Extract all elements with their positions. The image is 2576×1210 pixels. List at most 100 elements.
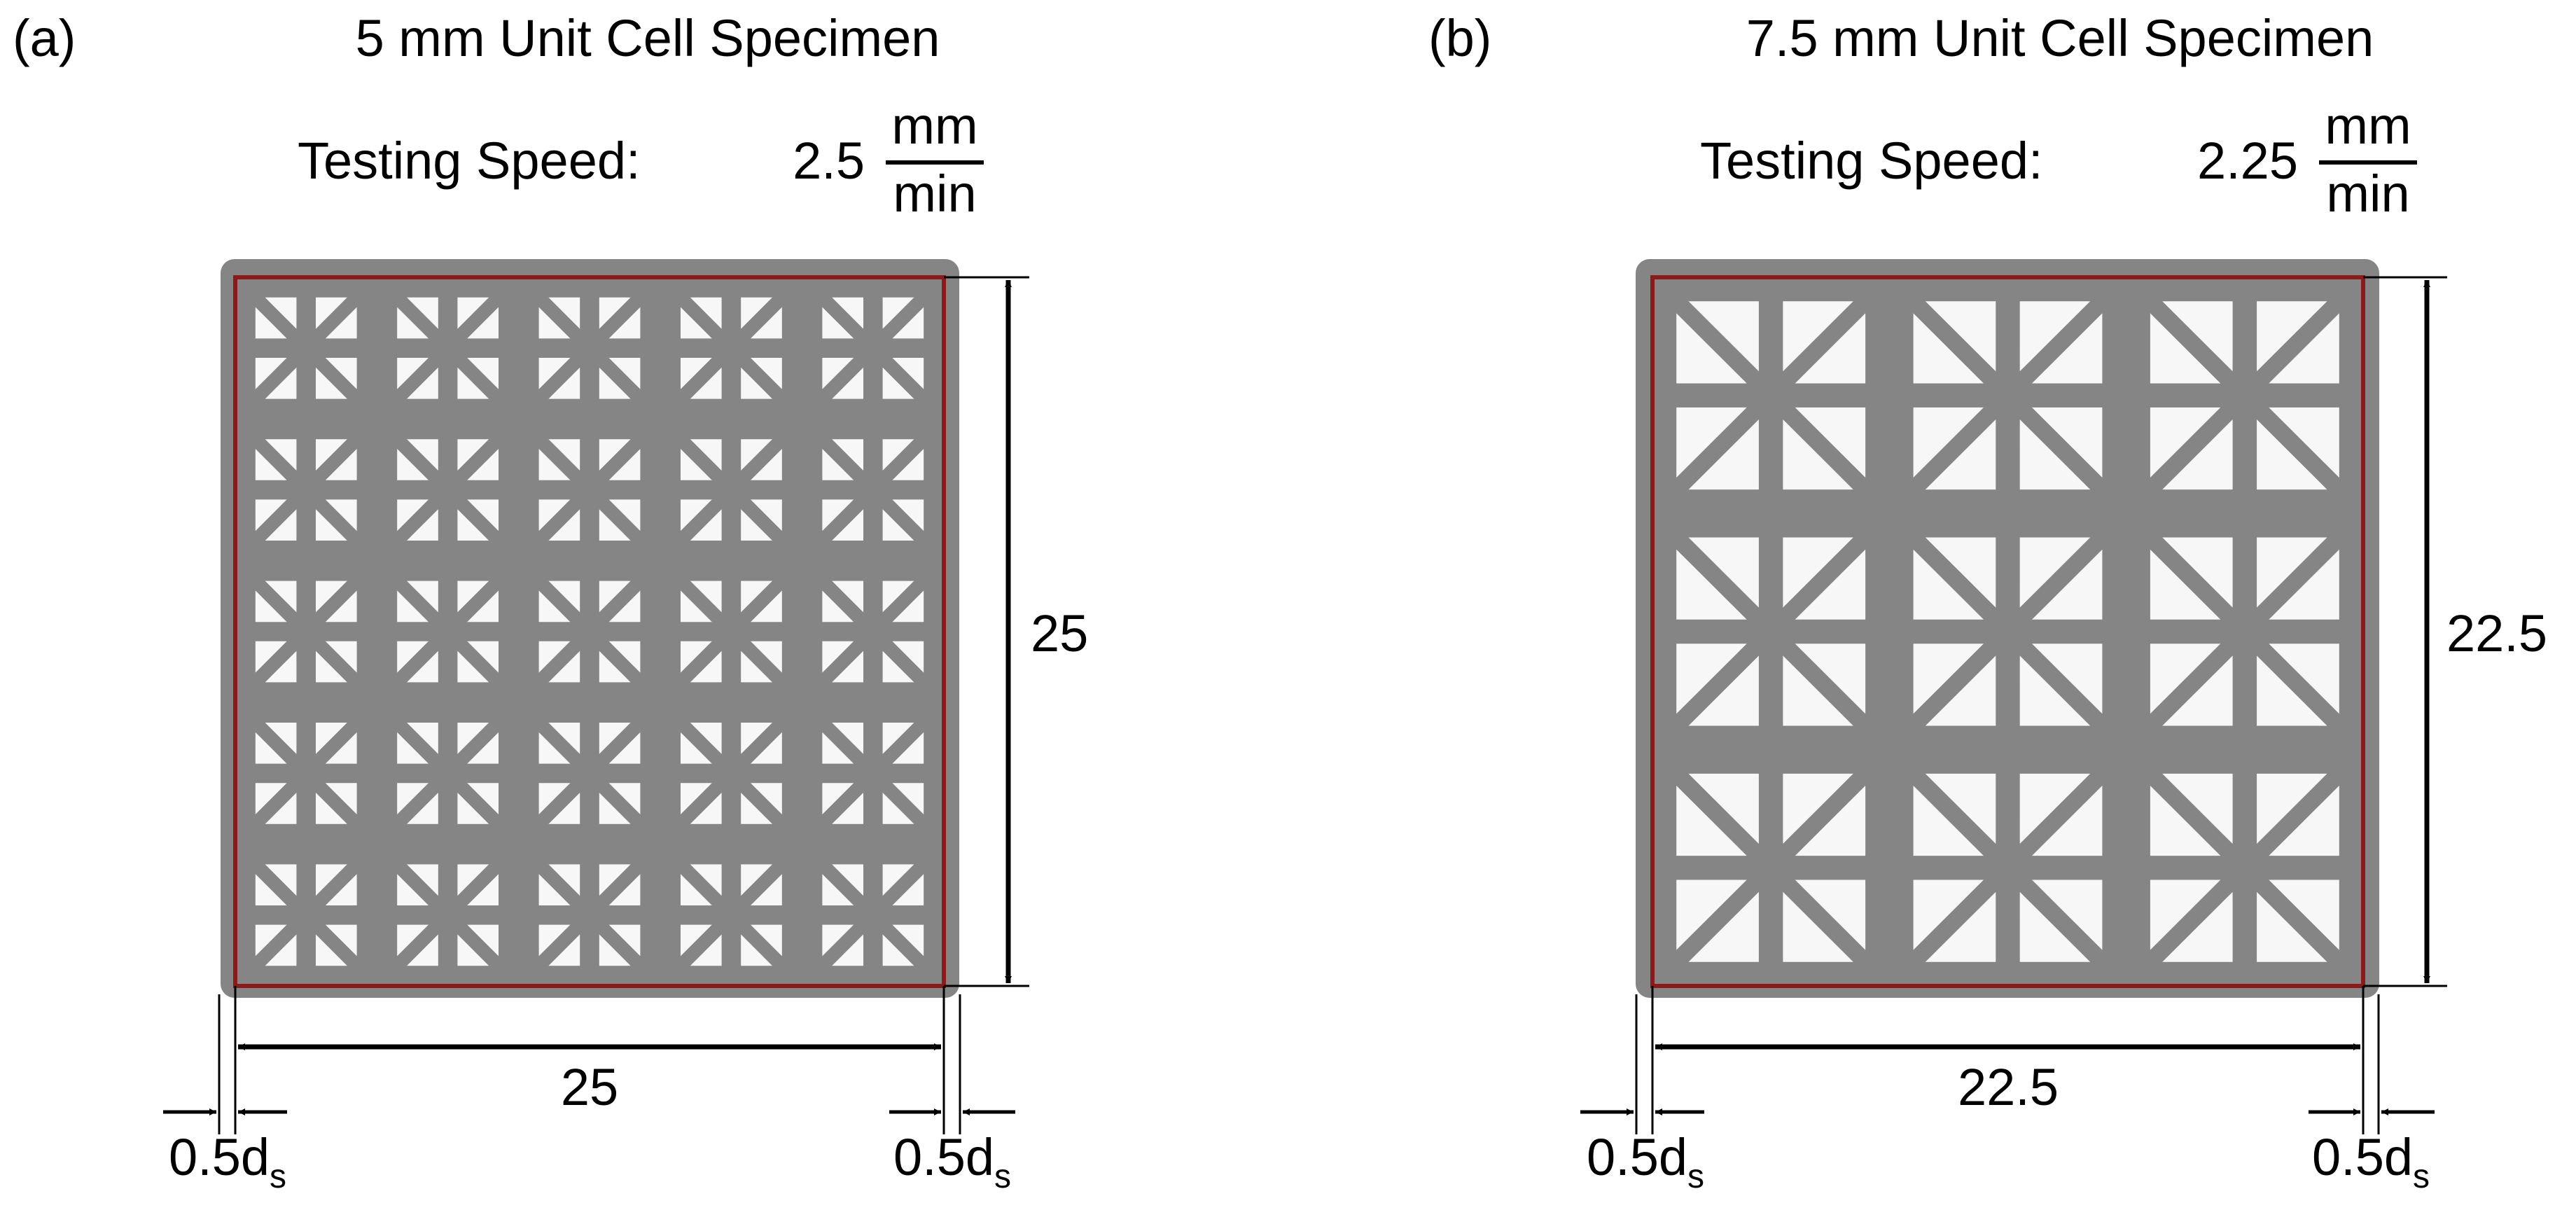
lattice-void <box>467 783 499 814</box>
lattice-void <box>1688 537 1759 608</box>
lattice-void <box>1783 773 1853 844</box>
lattice-void <box>548 723 580 754</box>
lattice-void <box>599 793 631 824</box>
lattice-void <box>2150 879 2221 950</box>
lattice-void <box>325 449 357 480</box>
lattice-void <box>316 793 347 824</box>
lattice-void <box>892 924 924 957</box>
panel-b-offset-left: 0.5ds <box>1580 1108 1704 1195</box>
lattice-void <box>397 732 429 764</box>
lattice-void <box>325 732 357 764</box>
lattice-void <box>882 439 914 471</box>
lattice-void <box>548 580 580 613</box>
panel-b-height-dimension: 22.5 <box>2363 276 2547 987</box>
lattice-void <box>255 732 287 764</box>
lattice-void <box>2269 786 2339 856</box>
panel-a-offset-right-label: 0.5ds <box>893 1128 1011 1195</box>
lattice-void <box>1795 549 1866 620</box>
lattice-void <box>1913 313 1984 384</box>
lattice-void <box>397 783 429 814</box>
lattice-void <box>741 651 772 683</box>
lattice-void <box>882 934 914 966</box>
lattice-void <box>741 723 772 754</box>
lattice-void <box>1783 891 1853 962</box>
lattice-void <box>316 934 347 966</box>
lattice-void <box>325 874 357 905</box>
lattice-void <box>822 732 854 764</box>
lattice-void <box>690 723 722 754</box>
lattice-void <box>882 509 914 541</box>
lattice-void <box>457 580 489 613</box>
lattice-void <box>690 934 722 966</box>
lattice-void <box>2257 301 2327 372</box>
lattice-void <box>822 783 854 814</box>
lattice-void <box>2162 655 2233 726</box>
lattice-void <box>1913 879 1984 950</box>
lattice-void <box>681 449 712 480</box>
panel-b-width-label: 22.5 <box>1958 1058 2059 1116</box>
lattice-void <box>255 641 287 673</box>
lattice-void <box>1925 301 1996 372</box>
lattice-void <box>882 864 914 896</box>
lattice-void <box>457 439 489 471</box>
lattice-void <box>407 509 438 541</box>
lattice-void <box>397 449 429 480</box>
panel-b-width-dimension: 22.5 <box>1635 986 2380 1134</box>
lattice-void <box>2257 891 2327 962</box>
lattice-void <box>681 307 712 339</box>
panel-b-specimen-frame <box>1636 259 2379 998</box>
lattice-void <box>255 874 287 905</box>
lattice-void <box>265 723 297 754</box>
lattice-void <box>608 307 641 339</box>
panel-a-label: (a) <box>13 9 76 67</box>
lattice-void <box>255 783 287 814</box>
lattice-void <box>548 651 580 683</box>
lattice-void <box>2032 549 2103 620</box>
lattice-void <box>2162 537 2233 608</box>
lattice-void <box>892 874 924 905</box>
lattice-void <box>2019 891 2091 962</box>
lattice-void <box>882 367 914 399</box>
lattice-void <box>316 509 347 541</box>
lattice-void <box>608 924 641 957</box>
lattice-void <box>2019 773 2091 844</box>
lattice-void <box>599 580 631 613</box>
panel-a-boundary <box>233 275 946 988</box>
panel-a-speed-label: Testing Speed: <box>298 132 641 190</box>
lattice-void <box>467 924 499 957</box>
lattice-void <box>407 864 438 896</box>
panel-a-width-dimension: 25 <box>218 986 961 1134</box>
lattice-void <box>1676 313 1747 384</box>
panel-b-title: 7.5 mm Unit Cell Specimen <box>1746 9 2374 67</box>
panel-a: (a) 5 mm Unit Cell Specimen Testing Spee… <box>13 9 1088 1195</box>
lattice-void <box>892 499 924 531</box>
lattice-void <box>741 297 772 329</box>
lattice-void <box>538 449 571 480</box>
lattice-void <box>2150 313 2221 384</box>
lattice-void <box>457 934 489 966</box>
lattice-void <box>1783 537 1853 608</box>
lattice-void <box>467 641 499 673</box>
panel-a-speed-unit-numerator: mm <box>891 97 977 155</box>
lattice-void <box>2032 313 2103 384</box>
lattice-void <box>832 723 863 754</box>
lattice-void <box>548 439 580 471</box>
lattice-void <box>2150 786 2221 856</box>
lattice-void <box>2032 407 2103 478</box>
lattice-void <box>2257 773 2327 844</box>
lattice-void <box>316 439 347 471</box>
panel-b-label: (b) <box>1428 9 1491 67</box>
lattice-void <box>325 783 357 814</box>
lattice-void <box>1795 407 1866 478</box>
lattice-void <box>397 358 429 389</box>
lattice-void <box>741 580 772 613</box>
lattice-void <box>882 651 914 683</box>
lattice-void <box>2032 786 2103 856</box>
panel-a-speed-value: 2.5 <box>793 132 865 190</box>
lattice-void <box>2019 537 2091 608</box>
panel-b-lattice <box>1636 259 2379 998</box>
lattice-void <box>548 509 580 541</box>
lattice-void <box>397 924 429 957</box>
lattice-void <box>1783 419 1853 490</box>
